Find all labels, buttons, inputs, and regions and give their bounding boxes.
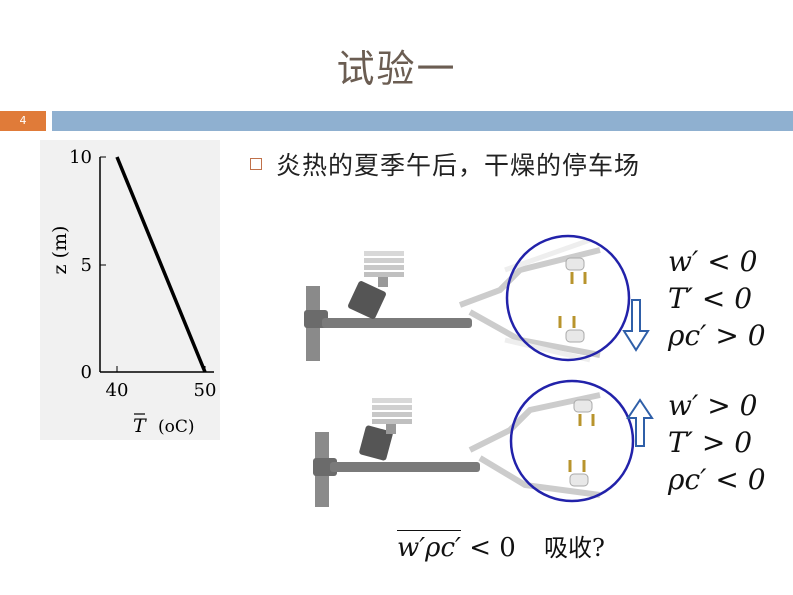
transducer — [570, 474, 588, 486]
lower-eq-rho: ρc′ < 0 — [668, 463, 766, 496]
temperature-profile-chart: 10 5 0 40 50 z (m) T (oC) — [40, 140, 220, 440]
sensor-photo-lower — [313, 381, 652, 507]
covariance-expr: w′ρc′ — [397, 530, 461, 563]
boom-arm — [322, 318, 472, 328]
x-axis-unit: (oC) — [158, 417, 195, 437]
x-axis-symbol: T — [133, 415, 147, 437]
transducer — [574, 400, 592, 412]
upper-eq-rho: ρc′ > 0 — [668, 319, 766, 352]
y-tick-label-0: 0 — [81, 362, 92, 383]
sensor-photo-upper — [304, 236, 648, 361]
y-axis-label: z (m) — [49, 226, 71, 275]
y-tick-label-10: 10 — [69, 147, 92, 168]
upper-eq-w: w′ < 0 — [668, 245, 757, 278]
x-tick-label-40: 40 — [106, 380, 129, 401]
question-text: 吸收? — [544, 534, 605, 562]
y-tick-label-5: 5 — [81, 255, 92, 276]
relation: < 0 — [469, 533, 516, 563]
radiation-shield — [364, 251, 404, 287]
lower-eq-w: w′ > 0 — [668, 389, 757, 422]
boom-arm — [330, 462, 480, 472]
x-tick-label-50: 50 — [194, 380, 217, 401]
transducer — [566, 330, 584, 342]
lower-eq-t: T′ > 0 — [668, 426, 752, 459]
upper-eq-t: T′ < 0 — [668, 282, 752, 315]
flux-conclusion: w′ρc′ < 0 吸收? — [397, 528, 605, 563]
transducer — [566, 258, 584, 270]
